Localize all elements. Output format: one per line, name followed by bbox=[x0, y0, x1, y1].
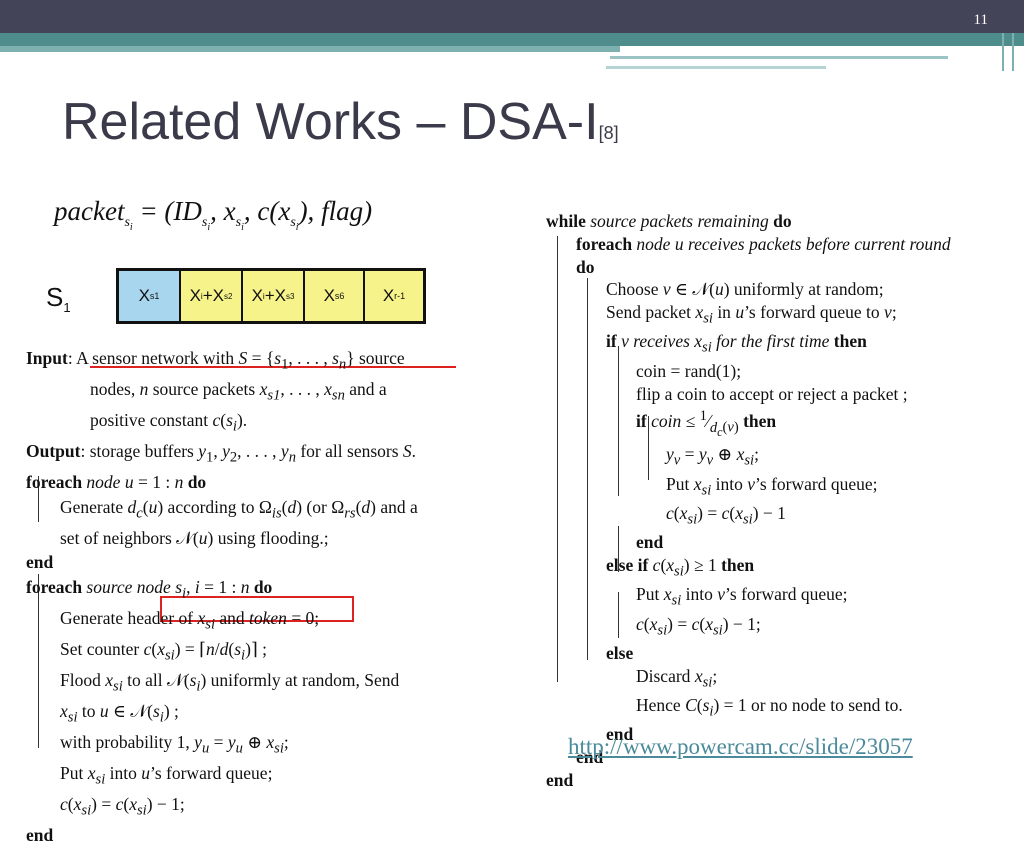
algo-line: c(xsi) = c(xsi) − 1 bbox=[546, 502, 951, 531]
source-link[interactable]: http://www.powercam.cc/slide/23057 bbox=[568, 734, 913, 760]
algo-line: Put xsi into v’s forward queue; bbox=[546, 473, 951, 502]
algo-line: Put xsi into u’s forward queue; bbox=[26, 761, 418, 792]
algo-line: Generate header of xsi and token = 0; bbox=[26, 606, 418, 637]
algo-line: Flood xsi to all 𝒩(si) uniformly at rand… bbox=[26, 668, 418, 699]
algo-line: set of neighbors 𝒩(u) using flooding.; bbox=[26, 526, 418, 551]
algo-line: if coin ≤ 1⁄dc(v) then bbox=[546, 405, 951, 443]
algo-line: flip a coin to accept or reject a packet… bbox=[546, 383, 951, 406]
algo-line: foreach source node si, i = 1 : n do bbox=[26, 575, 418, 606]
slide-title: Related Works – DSA-I[8] bbox=[62, 92, 619, 152]
algo-line: end bbox=[26, 823, 418, 847]
decor-line bbox=[606, 66, 826, 69]
algo-line: Input: A sensor network with S = {s1, . … bbox=[26, 346, 418, 377]
algo-line: coin = rand(1); bbox=[546, 360, 951, 383]
slide-accent-bar bbox=[0, 33, 1024, 46]
algo-line: Output: storage buffers y1, y2, . . . , … bbox=[26, 439, 418, 470]
slide-title-ref: [8] bbox=[599, 123, 619, 143]
algo-line: Set counter c(xsi) = ⌈n/d(si)⌉ ; bbox=[26, 637, 418, 668]
algo-line: else bbox=[546, 642, 951, 665]
algo-line: nodes, n source packets xs1, . . . , xsn… bbox=[26, 377, 418, 408]
decor-vline bbox=[1002, 33, 1004, 71]
slide-header-bar bbox=[0, 0, 1024, 33]
decor-vline bbox=[1012, 33, 1014, 71]
slide-accent-bar-lower bbox=[0, 46, 620, 52]
algo-line: xsi to u ∈ 𝒩(si) ; bbox=[26, 699, 418, 730]
algo-line: else if c(xsi) ≥ 1 then bbox=[546, 554, 951, 583]
algo-line: Choose v ∈ 𝒩(u) uniformly at random; bbox=[546, 278, 951, 301]
algo-line: do bbox=[546, 256, 951, 279]
algo-line: foreach node u receives packets before c… bbox=[546, 233, 951, 256]
algo-line: Put xsi into v’s forward queue; bbox=[546, 583, 951, 612]
algo-line: end bbox=[546, 531, 951, 554]
algo-line: while source packets remaining do bbox=[546, 210, 951, 233]
packet-formula: packetsi = (IDsi, xsi, c(xsi), flag) bbox=[54, 196, 372, 233]
right-algorithm: while source packets remaining do foreac… bbox=[546, 210, 951, 792]
decor-line bbox=[610, 56, 948, 59]
buffer-row-label: S1 bbox=[46, 282, 71, 315]
algo-line: if v receives xsi for the first time the… bbox=[546, 330, 951, 359]
algo-line: Generate dc(u) according to Ωis(d) (or Ω… bbox=[26, 495, 418, 526]
algo-line: yv = yv ⊕ xsi; bbox=[546, 443, 951, 472]
left-algorithm: Input: A sensor network with S = {s1, . … bbox=[26, 346, 418, 847]
algo-line: Send packet xsi in u’s forward queue to … bbox=[546, 301, 951, 330]
algo-line: positive constant c(si). bbox=[26, 408, 418, 439]
algo-line: end bbox=[26, 550, 418, 575]
algo-line: c(xsi) = c(xsi) − 1; bbox=[546, 613, 951, 642]
algo-line: Discard xsi; bbox=[546, 665, 951, 694]
algo-line: c(xsi) = c(xsi) − 1; bbox=[26, 792, 418, 823]
algo-line: with probability 1, yu = yu ⊕ xsi; bbox=[26, 730, 418, 761]
slide-title-text: Related Works – DSA-I bbox=[62, 93, 599, 151]
algo-line: end bbox=[546, 769, 951, 792]
algo-line: Hence C(si) = 1 or no node to send to. bbox=[546, 694, 951, 723]
algo-line: foreach node u = 1 : n do bbox=[26, 470, 418, 495]
slide-number: 11 bbox=[974, 12, 988, 29]
